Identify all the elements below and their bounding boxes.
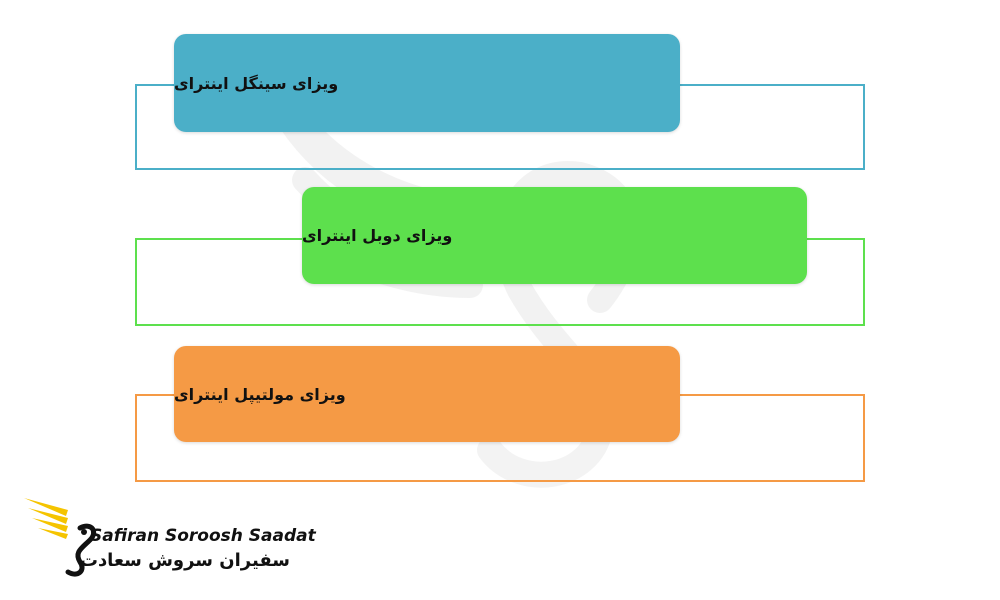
brand-name-en: Safiran Soroosh Saadat xyxy=(90,526,316,546)
swan-wing-icon xyxy=(24,498,97,577)
card-multiple-entry-visa: ویزای مولتیپل اینترای xyxy=(174,346,680,442)
card-double-entry-visa: ویزای دوبل اینترای xyxy=(302,187,807,284)
brand-name-fa: سفیران سروش سعادت xyxy=(79,550,290,571)
brand-logo: Safiran Soroosh Saadat سفیران سروش سعادت xyxy=(22,492,316,582)
card-single-entry-visa: ویزای سینگل اینترای xyxy=(174,34,680,132)
card-label: ویزای سینگل اینترای xyxy=(174,73,339,93)
card-label: ویزای مولتیپل اینترای xyxy=(174,384,346,404)
card-label: ویزای دوبل اینترای xyxy=(302,226,453,245)
